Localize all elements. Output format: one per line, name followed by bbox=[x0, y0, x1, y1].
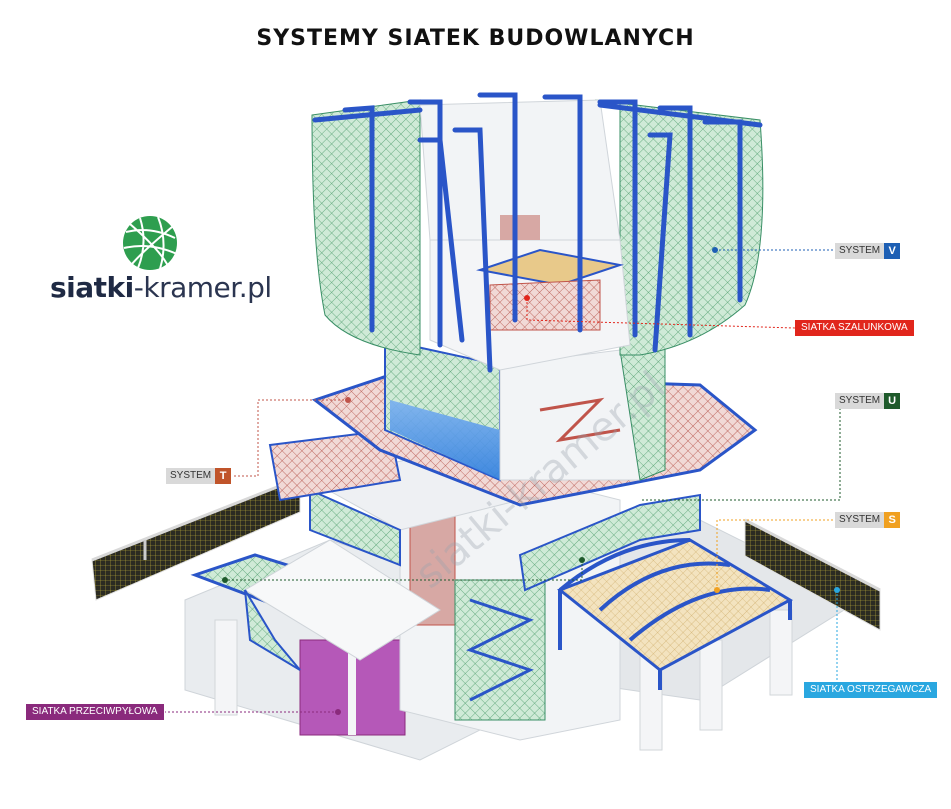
label-system-t-text: SYSTEM bbox=[166, 468, 216, 484]
leader-dots bbox=[222, 247, 840, 715]
label-system-v-text: SYSTEM bbox=[835, 243, 885, 259]
canopy-net-system-s bbox=[557, 538, 794, 690]
label-system-s-text: SYSTEM bbox=[835, 512, 885, 528]
logo-light: -kramer.pl bbox=[133, 271, 272, 304]
net-globe-icon bbox=[123, 216, 178, 270]
logo-strong: siatki bbox=[50, 271, 134, 304]
label-system-v-code: V bbox=[884, 243, 901, 259]
middle-floors bbox=[384, 338, 666, 482]
logo-wordmark: siatki-kramer.pl bbox=[50, 271, 272, 304]
label-siatka-ostrzegawcza: SIATKA OSTRZEGAWCZA bbox=[804, 682, 938, 698]
label-system-u-code: U bbox=[884, 393, 901, 409]
steel-arms bbox=[312, 92, 763, 373]
vertical-net-system-v bbox=[311, 99, 764, 371]
warning-fences bbox=[91, 476, 881, 631]
label-siatka-szalunkowa: SIATKA SZALUNKOWA bbox=[795, 320, 914, 336]
page-title: SYSTEMY SIATEK BUDOWLANYCH bbox=[256, 26, 695, 51]
label-system-u-text: SYSTEM bbox=[835, 393, 885, 409]
label-siatka-przeciwpylowa: SIATKA PRZECIWPYŁOWA bbox=[26, 704, 164, 720]
label-system-t-code: T bbox=[215, 468, 232, 484]
label-system-s-code: S bbox=[884, 512, 901, 528]
